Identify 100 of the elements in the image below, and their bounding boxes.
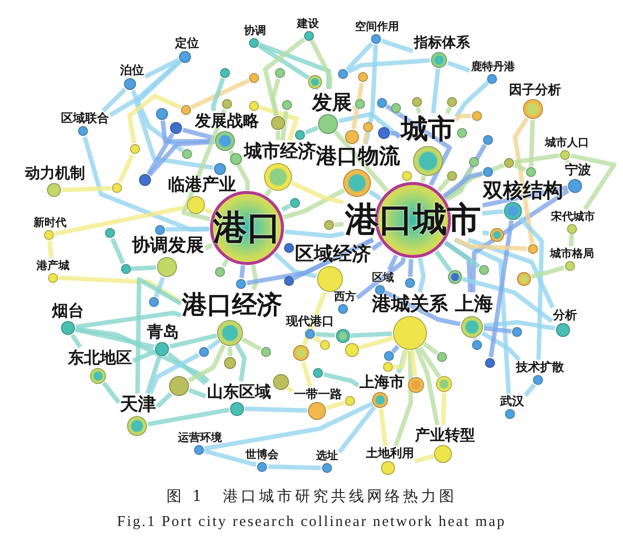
link-line	[204, 243, 213, 250]
link-line	[445, 106, 452, 114]
node-circle	[412, 97, 422, 107]
link-line	[310, 39, 332, 89]
link-line	[290, 180, 344, 205]
node-circle	[447, 97, 457, 107]
keyword-label: 西方	[334, 291, 356, 304]
node-circle	[249, 100, 259, 110]
link-line	[430, 68, 440, 114]
node-circle	[363, 122, 373, 132]
node-circle	[282, 100, 292, 110]
node-circle	[528, 244, 538, 254]
link-line	[144, 58, 180, 79]
node-circle	[391, 103, 401, 113]
keyword-label: 协调发展	[132, 236, 204, 256]
keyword-label: 发展	[312, 90, 352, 112]
keyword-label: 空间作用	[355, 21, 399, 34]
keyword-label: 区域联合	[61, 112, 109, 126]
link-line	[482, 230, 490, 236]
keyword-label: 发展战略	[195, 112, 259, 130]
link-line	[482, 209, 504, 216]
link-line	[62, 186, 112, 192]
keyword-label: 定位	[175, 36, 199, 50]
link-line	[250, 264, 259, 290]
node-circle	[230, 152, 242, 164]
link-line	[481, 331, 521, 362]
link-line	[258, 44, 310, 80]
node-circle	[290, 198, 300, 208]
keyword-label: 区域经济	[295, 244, 371, 266]
keyword-label: 宋代城市	[551, 210, 595, 223]
link-line	[338, 406, 376, 454]
node-circle	[408, 377, 424, 393]
keyword-label: 烟台	[52, 302, 84, 320]
link-line	[244, 406, 308, 413]
node-circle	[345, 343, 359, 357]
link-line	[234, 343, 247, 382]
link-line	[414, 348, 440, 426]
link-line	[281, 204, 292, 212]
node-circle	[181, 105, 191, 115]
node-circle	[377, 98, 387, 108]
link-line	[148, 352, 200, 394]
link-line	[338, 112, 402, 140]
node-circle	[383, 362, 393, 372]
link-line	[313, 335, 322, 344]
node-circle	[130, 144, 140, 154]
link-line	[221, 258, 230, 268]
link-line	[102, 381, 121, 404]
link-line	[526, 176, 531, 178]
keyword-label: 技术扩散	[516, 361, 564, 374]
node-circle	[295, 130, 305, 140]
link-line	[434, 250, 452, 272]
link-line	[444, 240, 480, 268]
link-line	[188, 344, 226, 383]
link-line	[368, 190, 382, 201]
link-line	[207, 338, 220, 350]
link-line	[470, 188, 570, 292]
node-circle	[220, 68, 230, 78]
node-circle	[215, 266, 225, 276]
link-line	[363, 44, 378, 145]
link-line	[484, 320, 556, 331]
node-circle	[479, 265, 489, 275]
keyword-label: 天津	[120, 395, 156, 415]
node-circle	[284, 276, 294, 286]
node-circle	[156, 108, 168, 120]
link-line	[394, 349, 408, 370]
link-line	[352, 105, 356, 110]
link-line	[315, 332, 336, 338]
keyword-label: 上海市	[360, 374, 404, 390]
link-line	[270, 78, 280, 116]
link-line	[262, 37, 306, 116]
node-circle	[272, 374, 288, 390]
link-line	[394, 350, 414, 447]
node-circle	[271, 116, 285, 130]
keyword-label: 港口经济	[182, 290, 282, 318]
link-line	[390, 130, 402, 138]
node-circle	[483, 135, 493, 145]
link-line	[454, 80, 490, 118]
node-circle	[490, 228, 504, 242]
node-circle	[405, 278, 415, 288]
link-line	[276, 131, 280, 140]
node-circle	[472, 340, 482, 350]
keyword-label: 新时代	[34, 217, 66, 230]
link-line	[315, 88, 320, 90]
link-line	[134, 60, 214, 170]
node-circle	[182, 149, 192, 159]
node-circle	[345, 396, 355, 406]
link-line	[467, 238, 555, 308]
node-circle	[275, 68, 285, 78]
node-circle	[169, 376, 189, 396]
keyword-label: 港口物流	[316, 145, 400, 168]
link-line	[441, 392, 446, 426]
node-circle	[214, 162, 226, 175]
link-line	[347, 58, 430, 74]
link-line	[454, 135, 458, 140]
keyword-label: 区域	[372, 272, 394, 284]
link-line	[70, 334, 82, 348]
keyword-label: 现代港口	[286, 314, 334, 328]
link-line	[166, 352, 208, 386]
node-circle	[384, 351, 394, 362]
link-line	[301, 361, 312, 388]
